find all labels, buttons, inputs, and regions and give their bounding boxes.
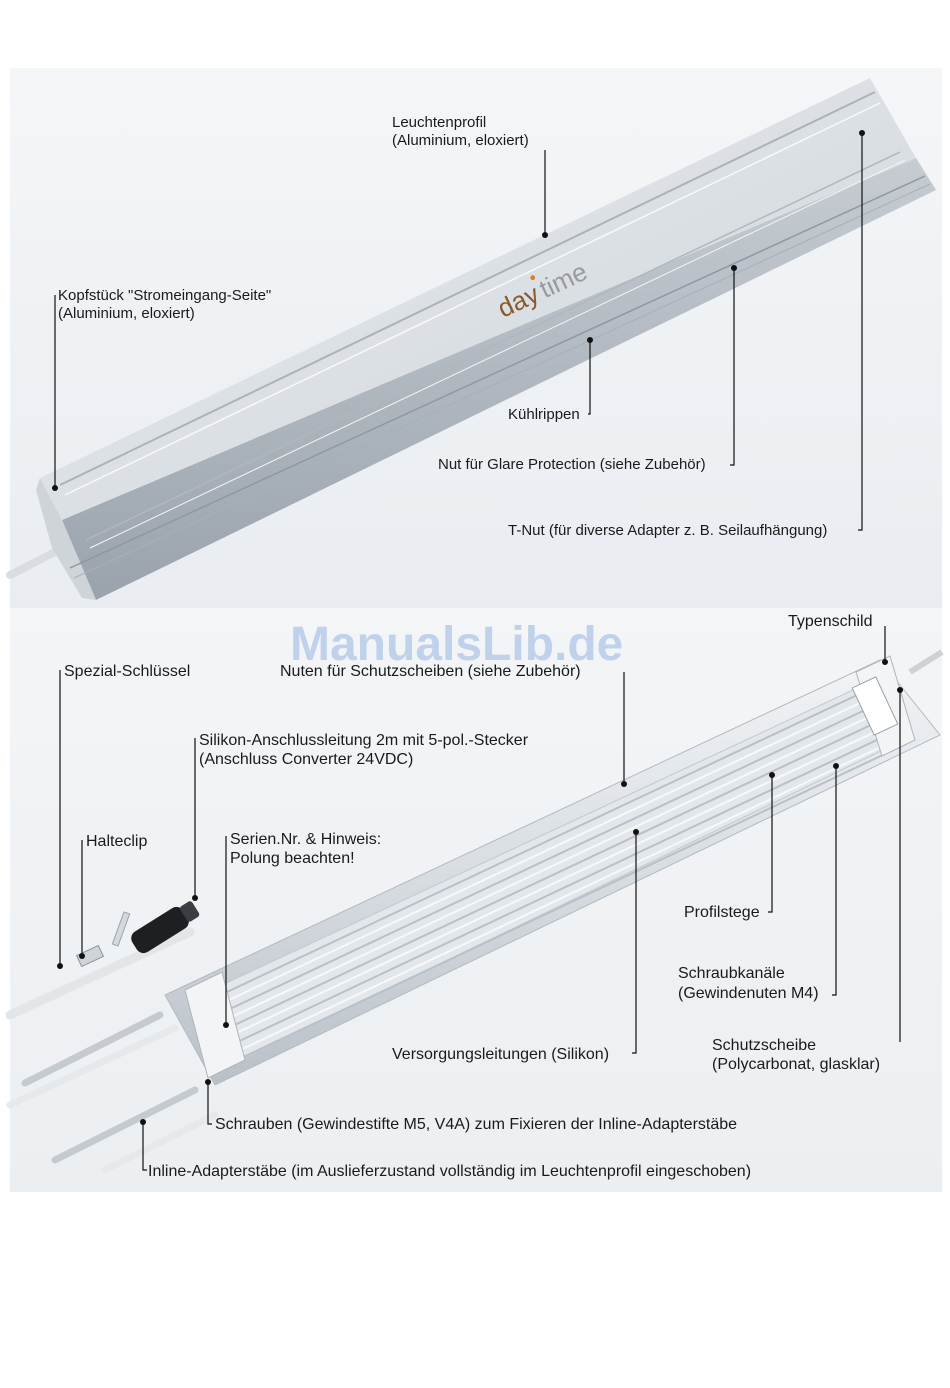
channel-line: [216, 701, 883, 1016]
channel-line: [227, 722, 895, 1038]
groove-line: [69, 175, 926, 569]
adapter-rod: [51, 1086, 199, 1164]
groove-line: [64, 102, 881, 496]
label-leuchtenprofil-line1: Leuchtenprofil: [392, 114, 486, 131]
leader-dot: [223, 1022, 229, 1028]
supply-cable: [101, 1111, 219, 1174]
leader-dot: [633, 829, 639, 835]
groove-line: [89, 159, 906, 549]
label-silikon-line1: Silikon-Anschlussleitung 2m mit 5-pol.-S…: [199, 732, 529, 749]
leader-dot: [587, 337, 593, 343]
leader-dot: [79, 953, 85, 959]
leader-dot: [769, 772, 775, 778]
connector-body: [131, 906, 189, 954]
groove-line: [73, 183, 931, 579]
leader-dot: [542, 232, 548, 238]
leader-line: [832, 766, 837, 996]
label-schutzscheibe-line2: (Polycarbonat, glasklar): [712, 1056, 880, 1073]
silicone-cable: [5, 927, 195, 1020]
bottom-leaders: [57, 626, 903, 1171]
bottom-panel: ManualsLib.de: [5, 608, 944, 1192]
channel-line: [223, 715, 891, 1031]
luminaire-profile-top: [36, 78, 936, 600]
groove-line: [59, 91, 876, 486]
leader-dot: [882, 659, 888, 665]
leader-dot: [205, 1079, 211, 1085]
channel-line: [236, 743, 907, 1061]
leader-dot: [621, 781, 627, 787]
leader-line: [632, 832, 637, 1054]
label-serien-line1: Serien.Nr. & Hinweis:: [230, 831, 381, 848]
leader-dot: [52, 485, 58, 491]
leader-dot: [833, 763, 839, 769]
channel-line: [233, 736, 903, 1054]
channel-line: [230, 729, 899, 1046]
cables-and-rods: [5, 901, 219, 1174]
label-t-nut: T-Nut (für diverse Adapter z. B. Seilauf…: [508, 522, 827, 539]
label-inline-adapter: Inline-Adapterstäbe (im Auslieferzustand…: [148, 1163, 751, 1180]
leader-dot: [731, 265, 737, 271]
connector-plug: [131, 901, 200, 954]
groove-line: [85, 151, 901, 541]
leader-dot: [859, 130, 865, 136]
profile-side-face: [62, 158, 936, 600]
leader-line: [730, 268, 735, 466]
adapter-rod: [21, 1011, 164, 1087]
special-key: [111, 911, 131, 947]
label-profilstege: Profilstege: [684, 904, 760, 921]
label-kopfstueck-line1: Kopfstück "Stromeingang-Seite": [58, 287, 271, 304]
label-schraubkanaele-line1: Schraubkanäle: [678, 965, 785, 982]
adapter-rod-right: [908, 649, 944, 675]
label-halteclip: Halteclip: [86, 833, 147, 850]
leader-line: [207, 1082, 212, 1125]
channel-line: [213, 694, 878, 1008]
leader-dot: [57, 963, 63, 969]
leader-line: [768, 775, 773, 913]
label-versorgungsleitungen: Versorgungsleitungen (Silikon): [392, 1046, 609, 1063]
leader-dot: [897, 687, 903, 693]
channel-line: [209, 687, 873, 1001]
leader-line: [142, 1122, 147, 1171]
holding-clip: [75, 944, 105, 968]
label-leuchtenprofil-line2: (Aluminium, eloxiert): [392, 132, 529, 149]
label-silikon-line2: (Anschluss Converter 24VDC): [199, 751, 413, 768]
label-kopfstueck-line2: (Aluminium, eloxiert): [58, 305, 195, 322]
leader-line: [588, 340, 591, 415]
label-kuehlrippen: Kühlrippen: [508, 406, 580, 423]
label-typenschild: Typenschild: [788, 613, 873, 630]
logo-dot: [530, 275, 536, 281]
label-nuten-schutzscheiben: Nuten für Schutzscheiben (siehe Zubehör): [280, 663, 581, 680]
leader-dot: [140, 1119, 146, 1125]
end-block-left: [184, 971, 246, 1079]
end-cap: [36, 478, 96, 600]
supply-cable: [6, 1024, 179, 1109]
luminaire-profile-bottom: [164, 655, 941, 1086]
watermark: ManualsLib.de: [290, 618, 623, 671]
profile-top-face: [40, 78, 916, 520]
top-leaders: [52, 130, 865, 531]
leader-line: [858, 133, 863, 531]
label-schutzscheibe-line1: Schutzscheibe: [712, 1037, 816, 1054]
label-nut-glare: Nut für Glare Protection (siehe Zubehör): [438, 456, 706, 473]
label-spezial-schluessel: Spezial-Schlüssel: [64, 663, 190, 680]
label-serien-line2: Polung beachten!: [230, 850, 355, 867]
label-schrauben: Schrauben (Gewindestifte M5, V4A) zum Fi…: [215, 1116, 737, 1133]
top-panel: day time Leuchtenprofil (Aluminium, elox…: [6, 68, 942, 608]
leader-dot: [192, 895, 198, 901]
connector-head: [180, 901, 200, 922]
label-schraubkanaele-line2: (Gewindenuten M4): [678, 985, 819, 1002]
channel-line: [220, 708, 887, 1023]
type-plate: [851, 676, 899, 736]
